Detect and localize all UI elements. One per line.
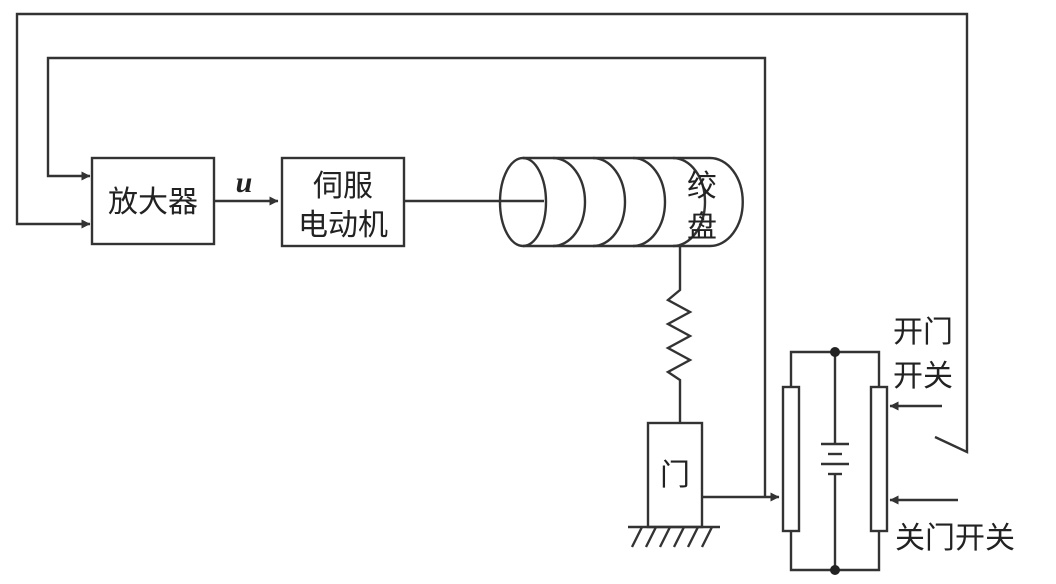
open-switch-label-line1: 开门 xyxy=(893,315,953,350)
servo-motor-label-line1: 伺服 xyxy=(313,169,373,204)
door-label: 门 xyxy=(660,458,690,493)
rope-spring xyxy=(665,246,693,423)
servo-motor-label-line2: 电动机 xyxy=(298,208,388,243)
winch-drum xyxy=(498,156,744,248)
open-switch-label-line2: 开关 xyxy=(893,359,953,394)
winch-label-line2: 盘 xyxy=(687,210,717,245)
left-potentiometer xyxy=(781,385,801,533)
servo-motor-box xyxy=(280,156,406,248)
winch-label-line1: 绞 xyxy=(687,169,717,204)
outer-feedback-wire xyxy=(15,12,969,454)
battery-symbol xyxy=(821,442,849,476)
ground-symbol xyxy=(628,525,720,548)
inner-feedback-wire xyxy=(46,56,767,497)
signal-u-label: u xyxy=(236,166,253,199)
close-switch-label: 关门开关 xyxy=(895,521,1015,556)
potentiometer-bridge xyxy=(781,347,889,575)
right-potentiometer xyxy=(869,385,889,533)
amplifier-label: 放大器 xyxy=(108,185,198,220)
